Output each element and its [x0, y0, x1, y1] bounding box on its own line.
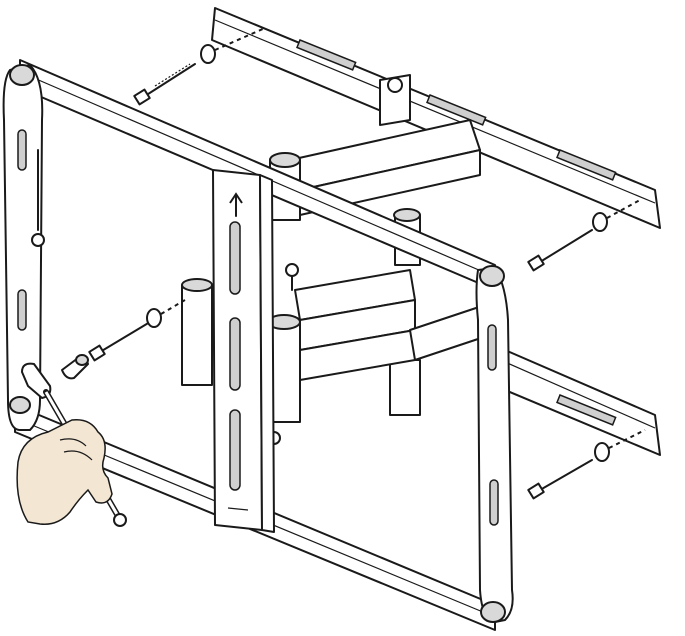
arm-screw	[285, 263, 299, 277]
wall-plate-hole	[387, 77, 403, 93]
left-upright-knob	[31, 233, 45, 247]
lag-bolt-right-lower	[527, 429, 646, 500]
wall-plate-upper-rail	[211, 7, 661, 229]
lag-bolt-middle	[88, 299, 186, 362]
washer	[592, 212, 608, 232]
washer	[594, 442, 610, 462]
arrow-up-icon	[229, 192, 243, 217]
frame-right-upright	[475, 267, 514, 623]
lag-bolt-right-upper	[527, 199, 641, 272]
wrench-end	[113, 513, 127, 527]
wrench-head	[21, 362, 52, 399]
socket	[61, 354, 89, 380]
washer	[146, 308, 162, 328]
frame-left-upright	[2, 64, 44, 431]
wall-plate	[211, 7, 661, 456]
wall-plate-lower-rail	[504, 349, 661, 456]
gloved-hand	[16, 419, 113, 525]
lag-bolt-top-left	[133, 27, 266, 106]
side-clamp	[181, 284, 213, 386]
washer	[200, 44, 216, 64]
bracket-edge	[259, 174, 275, 533]
hand	[16, 419, 113, 525]
center-bracket	[212, 169, 275, 533]
arm-post-lower	[389, 359, 421, 416]
